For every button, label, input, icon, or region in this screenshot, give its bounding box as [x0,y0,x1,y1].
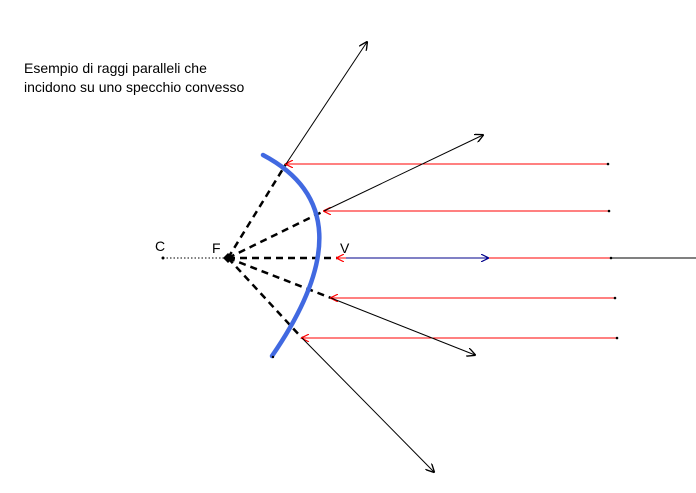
ray-source-dot-2 [607,209,611,213]
reflected-ray-2 [323,135,483,212]
ray-source-dot-1 [606,162,610,166]
center-of-curvature-label: C [155,238,165,254]
caption-line-1: Esempio di raggi paralleli che [24,60,207,76]
virtual-extension-2 [227,209,325,260]
vertex-label: V [340,240,350,256]
reflected-rays [285,42,483,472]
ray-source-dot-5 [615,336,619,340]
focal-point-label: F [212,240,221,256]
incident-rays [286,164,617,338]
reflected-ray-5 [301,337,434,472]
ray-source-dots [606,162,619,340]
virtual-extension-1 [226,163,288,259]
reflected-ray-4 [330,297,475,355]
caption-line-2: incidono su uno specchio convesso [24,79,245,95]
focal-point-marker [223,253,233,263]
ray-source-dot-4 [613,296,617,300]
center-of-curvature-point [161,256,165,260]
virtual-extension-4 [227,256,332,300]
convex-mirror [260,152,322,359]
reflected-ray-1 [285,42,367,165]
mirror-end-dot [271,355,275,359]
diagram-caption: Esempio di raggi paralleli che incidono … [24,59,244,97]
